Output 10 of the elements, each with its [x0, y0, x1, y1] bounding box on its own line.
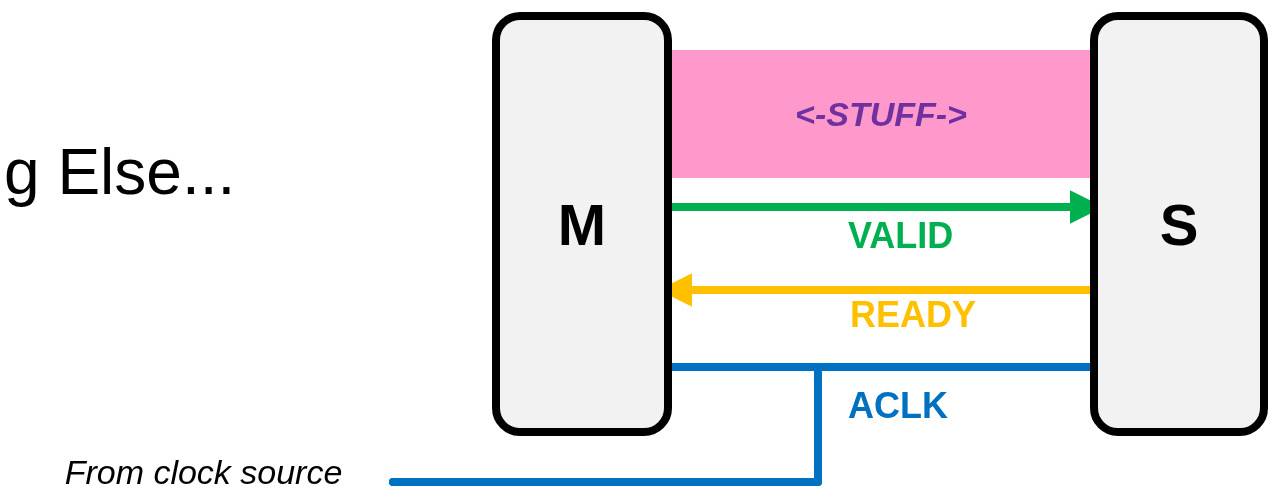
master-block [492, 12, 672, 436]
signal-label: <-STUFF-> [795, 94, 967, 134]
clock-source-text: From clock source [64, 452, 343, 491]
slave-block [1090, 12, 1268, 436]
block-label: M [557, 190, 607, 258]
signal-label: ACLK [848, 388, 948, 424]
signal-label: READY [850, 297, 977, 333]
data-channel-band [672, 50, 1090, 178]
block-label: S [1159, 190, 1199, 258]
signal-label: VALID [848, 218, 954, 254]
